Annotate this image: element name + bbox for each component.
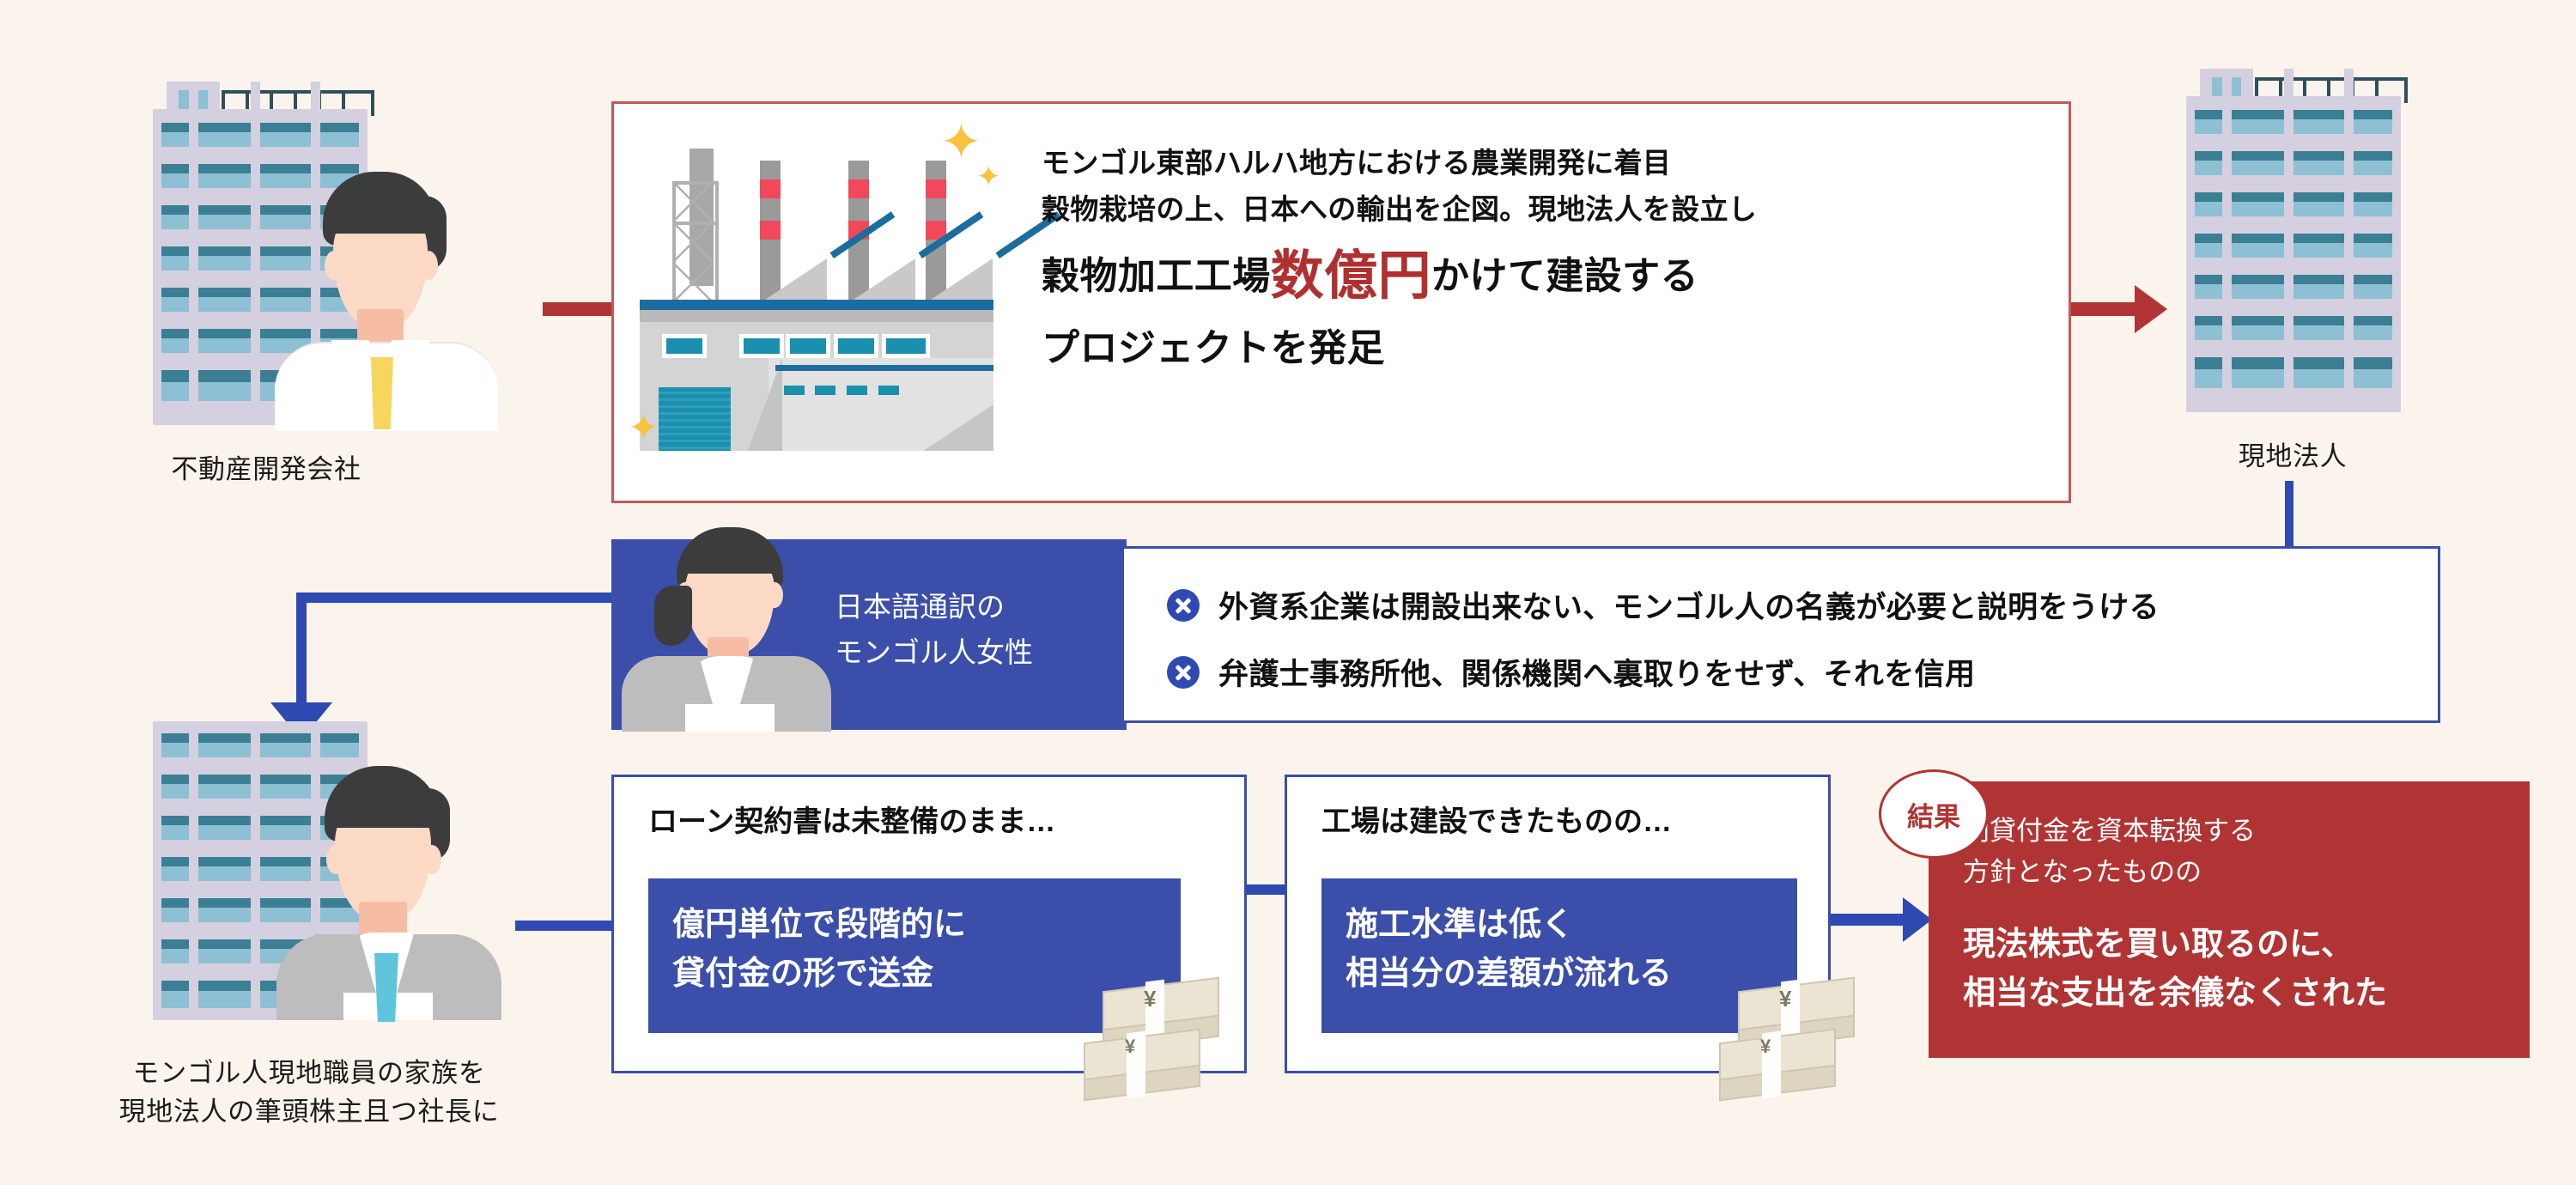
- staff-label-line1: モンゴル人現地職員の家族を: [132, 1058, 486, 1088]
- step2-caption: 工場は建設できたものの…: [1321, 805, 1672, 838]
- developer-label: 不動産開発会社: [171, 454, 361, 484]
- interpreter-caption-line1: 日本語通訳の: [835, 591, 1005, 623]
- local-corp-label: 現地法人: [2238, 441, 2348, 471]
- step2-body: 施工水準は低く 相当分の差額が流れる: [1321, 878, 1797, 1033]
- step1-body-line1: 億円単位で段階的に: [672, 907, 967, 943]
- connector-left-down: [296, 592, 307, 706]
- result-small-text: 同貸付金を資本転換する 方針となったものの: [1963, 811, 2256, 893]
- bullet-item: 弁護士事務所他、関係機関へ裏取りをせず、それを信用: [1167, 650, 1975, 694]
- sparkle-icon: ✦: [976, 161, 1001, 193]
- main-big-post: かけて建設する: [1431, 255, 1699, 297]
- result-big-line1: 現法株式を買い取るのに、: [1963, 927, 2354, 963]
- step2-body-line1: 施工水準は低く: [1346, 907, 1575, 943]
- sparkle-icon: ✦: [628, 407, 659, 449]
- interpreter-bullets-box: 外資系企業は開設出来ない、モンゴル人の名義が必要と説明をうける 弁護士事務所他、…: [1121, 546, 2440, 723]
- money-bundle-icon: ¥ ¥: [1709, 972, 1880, 1102]
- connector-step2-to-result: [1831, 914, 1910, 926]
- step2-body-line2: 相当分の差額が流れる: [1346, 956, 1673, 992]
- main-big-highlight: 数億円: [1270, 246, 1431, 306]
- money-bundle-icon: ¥ ¥: [1073, 972, 1245, 1102]
- result-big-line2: 相当な支出を余儀なくされた: [1963, 975, 2388, 1012]
- interpreter-card: 日本語通訳の モンゴル人女性: [611, 527, 1127, 732]
- result-small-line2: 方針となったものの: [1963, 857, 2202, 888]
- step1-caption: ローン契約書は未整備のまま…: [648, 805, 1056, 838]
- connector-localcorp-down: [2285, 481, 2293, 550]
- bullet-item: 外資系企業は開設出来ない、モンゴル人の名義が必要と説明をうける: [1167, 583, 2160, 627]
- result-box: 同貸付金を資本転換する 方針となったものの 現法株式を買い取るのに、 相当な支出…: [1929, 781, 2530, 1058]
- staff-person-illustration: [276, 766, 501, 1022]
- sparkle-icon: ✦: [940, 114, 982, 170]
- connector-staff-to-step1: [515, 921, 615, 931]
- cross-circle-icon: [1167, 588, 1200, 622]
- factory-icon: ✦ ✦ ✦: [628, 118, 1061, 451]
- main-line-1: モンゴル東部ハルハ地方における農業開発に着目: [1042, 147, 1672, 179]
- connector-step1-to-step2: [1247, 884, 1286, 895]
- result-big-text: 現法株式を買い取るのに、 相当な支出を余儀なくされた: [1963, 921, 2387, 1018]
- developer-person-illustration: [275, 172, 498, 431]
- staff-label-line2: 現地法人の筆頭株主且つ社長に: [118, 1096, 500, 1127]
- connector-main-to-localcorp-line: [2071, 302, 2136, 316]
- bullet-text: 外資系企業は開設出来ない、モンゴル人の名義が必要と説明をうける: [1218, 591, 2160, 624]
- result-badge: 結果: [1879, 769, 1989, 859]
- arrow-to-result: [1903, 897, 1932, 942]
- main-big-pre: 穀物加工工場: [1042, 255, 1271, 297]
- interpreter-caption-line2: モンゴル人女性: [835, 636, 1033, 669]
- step-card-2: 工場は建設できたものの… 施工水準は低く 相当分の差額が流れる: [1285, 775, 1831, 1073]
- connector-developer-to-main: [543, 302, 617, 316]
- main-project-box: ✦ ✦ ✦ モンゴル東部ハルハ地方における農業開発に着目 穀物栽培の上、日本への…: [611, 101, 2071, 503]
- step1-body-line2: 貸付金の形で送金: [672, 956, 934, 992]
- arrow-main-to-localcorp: [2135, 285, 2167, 333]
- local-corp-building-illustration: [2179, 69, 2408, 412]
- main-line-2: 穀物栽培の上、日本への輸出を企図。現地法人を設立し: [1042, 193, 1758, 225]
- main-big-line-2: プロジェクトを発足: [1042, 327, 1385, 369]
- woman-avatar: [618, 527, 833, 732]
- cross-circle-icon: [1167, 655, 1200, 689]
- bullet-text: 弁護士事務所他、関係機関へ裏取りをせず、それを信用: [1218, 658, 1976, 691]
- result-small-line1: 同貸付金を資本転換する: [1963, 816, 2256, 846]
- staff-label: モンゴル人現地職員の家族を 現地法人の筆頭株主且つ社長に: [34, 1054, 584, 1132]
- interpreter-caption: 日本語通訳の モンゴル人女性: [835, 584, 1101, 676]
- main-big-line-1: 穀物加工工場数億円かけて建設する: [1042, 248, 1698, 306]
- step1-body: 億円単位で段階的に 貸付金の形で送金: [648, 878, 1181, 1033]
- interpreter-row: 日本語通訳の モンゴル人女性 外資系企業は開設出来ない、モンゴル人の名義が必要と…: [611, 527, 2440, 732]
